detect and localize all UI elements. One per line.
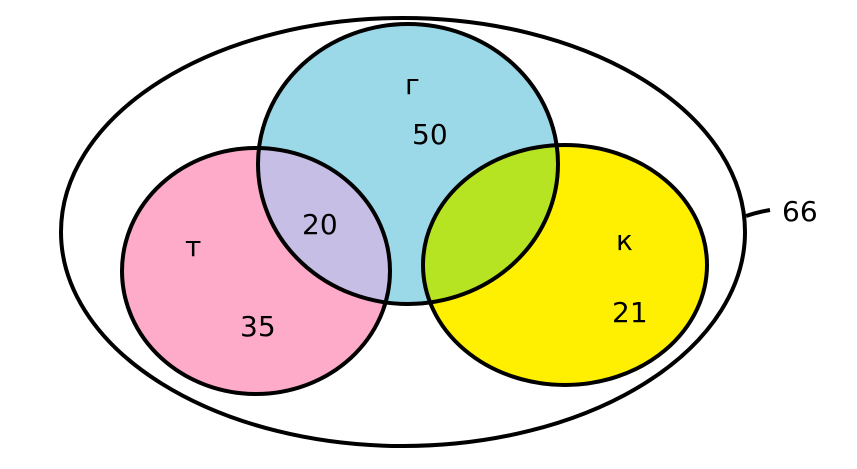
universe-value: 66: [782, 195, 818, 228]
overlap-g-k-fill: [423, 145, 558, 304]
set-k-outline: [421, 143, 709, 387]
set-k-value: 21: [612, 296, 648, 329]
set-k-label: к: [616, 224, 633, 257]
set-t-label: т: [185, 230, 201, 263]
set-g-label: г: [405, 68, 420, 101]
overlap-t-g-value: 20: [302, 208, 338, 241]
universe-leader-line: [745, 208, 771, 218]
set-g-value: 50: [412, 118, 448, 151]
set-g-outline: [256, 22, 560, 306]
overlap-t-g-fill: [258, 148, 390, 304]
universe-ellipse: [59, 16, 747, 448]
set-t-value: 35: [240, 310, 276, 343]
set-t-outline: [120, 146, 392, 396]
